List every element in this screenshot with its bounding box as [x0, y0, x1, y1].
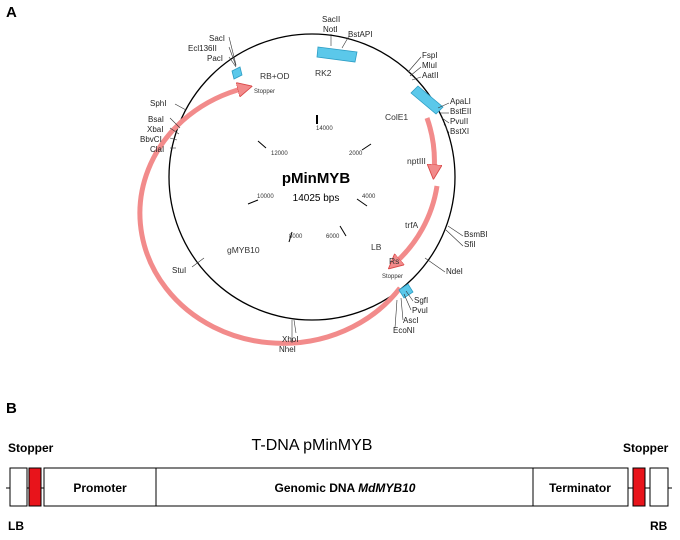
panel-b-label: B — [6, 400, 17, 417]
terminator-label: Terminator — [549, 481, 611, 495]
site-nhei: NheI — [279, 345, 296, 354]
genomic-dna-label: Genomic DNA MdMYB10 — [275, 481, 416, 495]
feature-label-rb-od: RB+OD — [260, 71, 290, 81]
site-mlui: MluI — [422, 61, 437, 70]
genomic-dna-gene: MdMYB10 — [358, 481, 416, 495]
plasmid-backbone-circle — [168, 33, 456, 321]
restriction-site-leaders — [169, 34, 464, 343]
site-bsai: BsaI — [148, 115, 164, 124]
feature-label-nptiii: nptIII — [407, 156, 426, 166]
stopper-right-label: Stopper — [623, 441, 669, 455]
rb-od-segment — [231, 66, 243, 80]
site-bbvci: BbvCI — [140, 135, 162, 144]
site-aatii: AatII — [422, 71, 438, 80]
stopper-left-label: Stopper — [8, 441, 54, 455]
trfa-arrow — [394, 185, 440, 264]
gmyb10-arrow — [137, 88, 402, 346]
site-bstapi: BstAPI — [348, 30, 372, 39]
tick-label-10000: 10000 — [257, 194, 274, 200]
plasmid-name: pMinMYB — [282, 170, 350, 187]
panel-a-label: A — [6, 4, 17, 21]
feature-label-gmyb10: gMYB10 — [227, 245, 260, 255]
site-stui: StuI — [172, 266, 186, 275]
tick-label-12000: 12000 — [271, 151, 288, 157]
site-saci: SacI — [209, 34, 225, 43]
site-clai: ClaI — [150, 145, 164, 154]
tick-label-6000: 6000 — [326, 234, 340, 240]
site-sgfi: SgfI — [414, 296, 428, 305]
site-apali: ApaLI — [450, 97, 471, 106]
stopper-left-box — [28, 467, 42, 507]
nptiii-arrow — [424, 117, 434, 172]
feature-label-rk2: RK2 — [315, 68, 332, 78]
tdna-map: Promoter Genomic DNA MdMYB10 Terminator — [6, 467, 672, 507]
tick-label-14000: 14000 — [316, 126, 333, 132]
genomic-dna-prefix: Genomic DNA — [275, 481, 359, 495]
lb-label: LB — [8, 519, 24, 533]
rb-border-box — [649, 467, 669, 507]
site-bsmbi: BsmBI — [464, 230, 488, 239]
site-ecl136ii: Ecl136II — [188, 44, 217, 53]
site-asci: AscI — [403, 316, 419, 325]
feature-label-stopper-top: Stopper — [254, 89, 275, 95]
site-xhoi: XhoI — [282, 335, 298, 344]
site-xbai: XbaI — [147, 125, 163, 134]
rb-label: RB — [650, 519, 668, 533]
site-noti: NotI — [323, 25, 338, 34]
site-pvuii: PvuII — [450, 117, 468, 126]
feature-label-lb: LB — [371, 242, 382, 252]
feature-label-cole1: ColE1 — [385, 112, 408, 122]
stopper-right-box — [632, 467, 646, 507]
site-bsteii: BstEII — [450, 107, 471, 116]
site-ndei: NdeI — [446, 267, 463, 276]
genomic-dna-box — [155, 467, 534, 507]
tdna-title: T-DNA pMinMYB — [252, 437, 373, 454]
site-bstxi: BstXI — [450, 127, 469, 136]
site-econi: EcoNI — [393, 326, 415, 335]
lb-border-box — [9, 467, 28, 507]
promoter-label: Promoter — [73, 481, 127, 495]
site-paci: PacI — [207, 54, 223, 63]
tick-label-2000: 2000 — [349, 151, 363, 157]
terminator-box — [532, 467, 629, 507]
site-pvui: PvuI — [412, 306, 428, 315]
promoter-box — [43, 467, 157, 507]
site-sfii: SfiI — [464, 240, 476, 249]
tick-label-4000: 4000 — [362, 194, 376, 200]
site-sphi: SphI — [150, 99, 166, 108]
inner-tick-marks — [247, 115, 372, 243]
site-fspi: FspI — [422, 51, 438, 60]
feature-label-stopper-bottom: Stopper — [382, 274, 403, 280]
rk2-segment — [316, 46, 358, 63]
plasmid-map: 14000 2000 4000 6000 8000 10000 12000 pM… — [137, 15, 488, 354]
cole1-segment — [410, 85, 444, 115]
site-sacii: SacII — [322, 15, 340, 24]
feature-label-trfa: trfA — [405, 220, 419, 230]
tick-label-8000: 8000 — [289, 234, 303, 240]
plasmid-size: 14025 bps — [293, 193, 340, 204]
feature-label-rs: Rs — [389, 256, 399, 266]
